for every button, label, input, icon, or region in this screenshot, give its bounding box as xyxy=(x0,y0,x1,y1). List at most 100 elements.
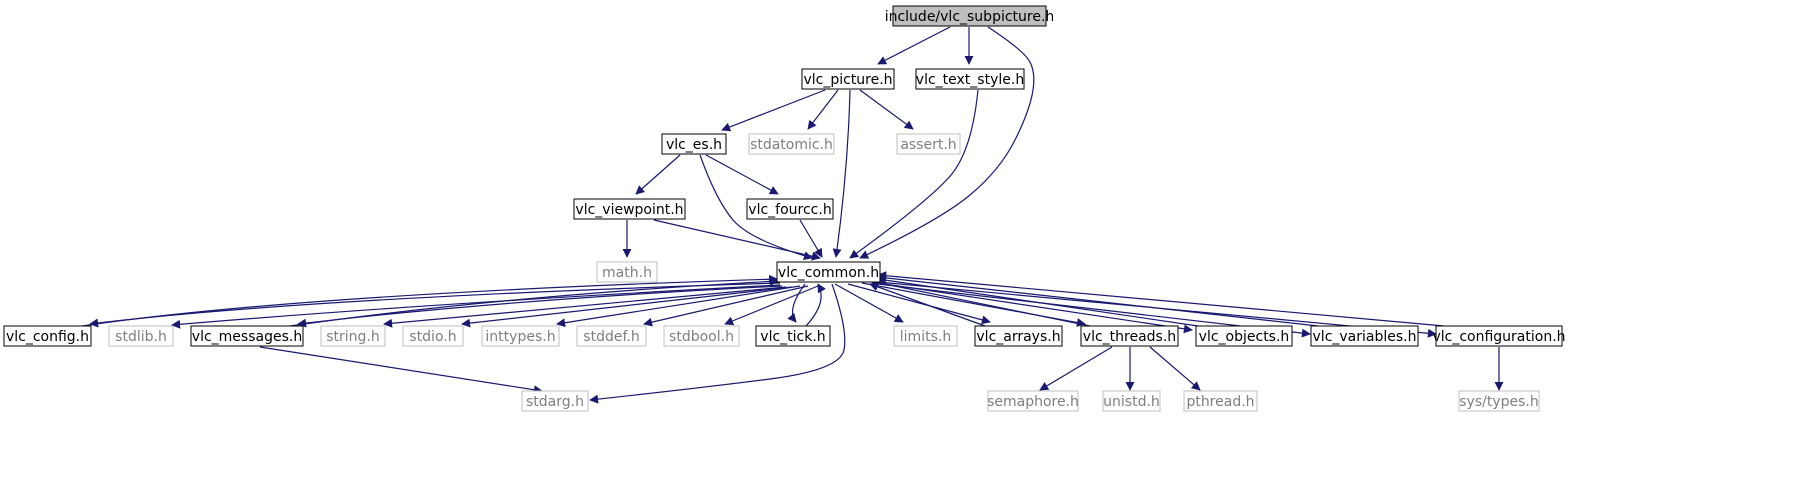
node-subpicture[interactable]: include/vlc_subpicture.h xyxy=(885,5,1055,27)
edge-picture-to-stdatomic xyxy=(807,89,839,130)
edge-text_style-to-common xyxy=(849,89,979,259)
node-label: stdio.h xyxy=(409,329,456,345)
node-box xyxy=(801,68,895,90)
edge-common-to-stdbool xyxy=(724,285,819,326)
node-label: stdarg.h xyxy=(526,394,584,410)
node-label: vlc_messages.h xyxy=(192,329,302,345)
node-stdatomic: stdatomic.h xyxy=(748,133,835,155)
node-label: limits.h xyxy=(900,329,951,345)
edge-common-to-tick xyxy=(787,283,806,323)
edge-common-to-stdio xyxy=(461,286,793,328)
node-label: stdlib.h xyxy=(115,329,167,345)
node-label: include/vlc_subpicture.h xyxy=(885,9,1055,25)
node-variables[interactable]: vlc_variables.h xyxy=(1310,325,1419,347)
node-unistd: unistd.h xyxy=(1102,390,1161,412)
node-box xyxy=(896,133,961,155)
node-arrays[interactable]: vlc_arrays.h xyxy=(974,325,1063,347)
node-config[interactable]: vlc_config.h xyxy=(3,325,92,347)
node-text-style[interactable]: vlc_text_style.h xyxy=(915,68,1025,90)
node-stddef: stddef.h xyxy=(576,325,647,347)
edge-es-to-fourcc xyxy=(705,154,779,195)
node-stdio: stdio.h xyxy=(402,325,464,347)
node-label: sys/types.h xyxy=(1459,394,1538,410)
node-box xyxy=(1435,325,1563,347)
node-tick[interactable]: vlc_tick.h xyxy=(755,325,831,347)
node-box xyxy=(320,325,386,347)
node-label: vlc_text_style.h xyxy=(916,72,1024,88)
edge-common-to-string xyxy=(383,286,787,328)
edge-subpicture-to-common xyxy=(859,26,1035,259)
node-label: stddef.h xyxy=(583,329,639,345)
edge-common-to-configuration xyxy=(877,281,1437,338)
node-box xyxy=(893,325,958,347)
node-box xyxy=(1310,325,1419,347)
node-label: semaphore.h xyxy=(987,394,1079,410)
edge-tick-to-common xyxy=(805,283,826,327)
node-box xyxy=(755,325,831,347)
node-label: string.h xyxy=(326,329,380,345)
node-viewpoint[interactable]: vlc_viewpoint.h xyxy=(573,198,686,220)
node-box xyxy=(892,5,1047,27)
node-label: vlc_objects.h xyxy=(1199,329,1290,345)
node-box xyxy=(987,390,1079,412)
node-box xyxy=(576,325,647,347)
node-threads[interactable]: vlc_threads.h xyxy=(1080,325,1179,347)
node-box xyxy=(190,325,304,347)
node-string: string.h xyxy=(320,325,386,347)
node-label: pthread.h xyxy=(1186,394,1254,410)
node-label: stdbool.h xyxy=(669,329,734,345)
edge-threads-to-semaphore xyxy=(1039,346,1113,391)
node-label: vlc_viewpoint.h xyxy=(575,202,683,218)
node-box xyxy=(108,325,174,347)
node-box xyxy=(1080,325,1179,347)
node-inttypes: inttypes.h xyxy=(481,325,560,347)
node-objects[interactable]: vlc_objects.h xyxy=(1195,325,1293,347)
node-box xyxy=(915,68,1025,90)
node-box xyxy=(402,325,464,347)
node-stdbool: stdbool.h xyxy=(663,325,740,347)
node-common[interactable]: vlc_common.h xyxy=(776,261,881,283)
edge-common-to-inttypes xyxy=(556,285,801,328)
edge-fourcc-to-common xyxy=(799,219,823,258)
edge-threads-to-common xyxy=(869,278,1091,327)
node-box xyxy=(3,325,92,347)
edge-variables-to-common xyxy=(877,273,1319,327)
node-label: vlc_common.h xyxy=(778,265,879,281)
node-label: assert.h xyxy=(900,137,956,153)
edge-es-to-viewpoint xyxy=(635,154,681,195)
node-label: stdatomic.h xyxy=(750,137,833,153)
node-box xyxy=(1195,325,1293,347)
node-label: vlc_es.h xyxy=(666,137,722,153)
node-picture[interactable]: vlc_picture.h xyxy=(801,68,895,90)
node-systypes: sys/types.h xyxy=(1458,390,1540,412)
node-box xyxy=(521,390,589,412)
node-box xyxy=(663,325,740,347)
edge-viewpoint-to-common xyxy=(653,219,821,261)
edge-configuration-to-common xyxy=(877,271,1445,327)
edge-threads-to-pthread xyxy=(1149,346,1201,391)
node-label: vlc_config.h xyxy=(6,329,89,345)
edge-common-to-limits xyxy=(834,283,904,323)
node-box xyxy=(1458,390,1540,412)
node-messages[interactable]: vlc_messages.h xyxy=(190,325,304,347)
edge-common-to-stdarg xyxy=(589,283,846,404)
edge-messages-to-common xyxy=(289,276,779,327)
node-es[interactable]: vlc_es.h xyxy=(661,133,727,155)
node-limits: limits.h xyxy=(893,325,958,347)
node-box xyxy=(748,133,835,155)
node-fourcc[interactable]: vlc_fourcc.h xyxy=(746,198,834,220)
node-label: math.h xyxy=(602,265,652,281)
node-label: vlc_picture.h xyxy=(803,72,892,88)
edge-arrays-to-common xyxy=(869,282,986,327)
node-label: inttypes.h xyxy=(485,329,555,345)
node-label: unistd.h xyxy=(1103,394,1160,410)
node-stdlib: stdlib.h xyxy=(108,325,174,347)
node-assert: assert.h xyxy=(896,133,961,155)
node-box xyxy=(1183,390,1258,412)
node-configuration[interactable]: vlc_configuration.h xyxy=(1432,325,1566,347)
edges-layer xyxy=(81,26,1504,404)
edge-picture-to-common xyxy=(832,89,851,258)
edge-picture-to-es xyxy=(721,89,826,132)
